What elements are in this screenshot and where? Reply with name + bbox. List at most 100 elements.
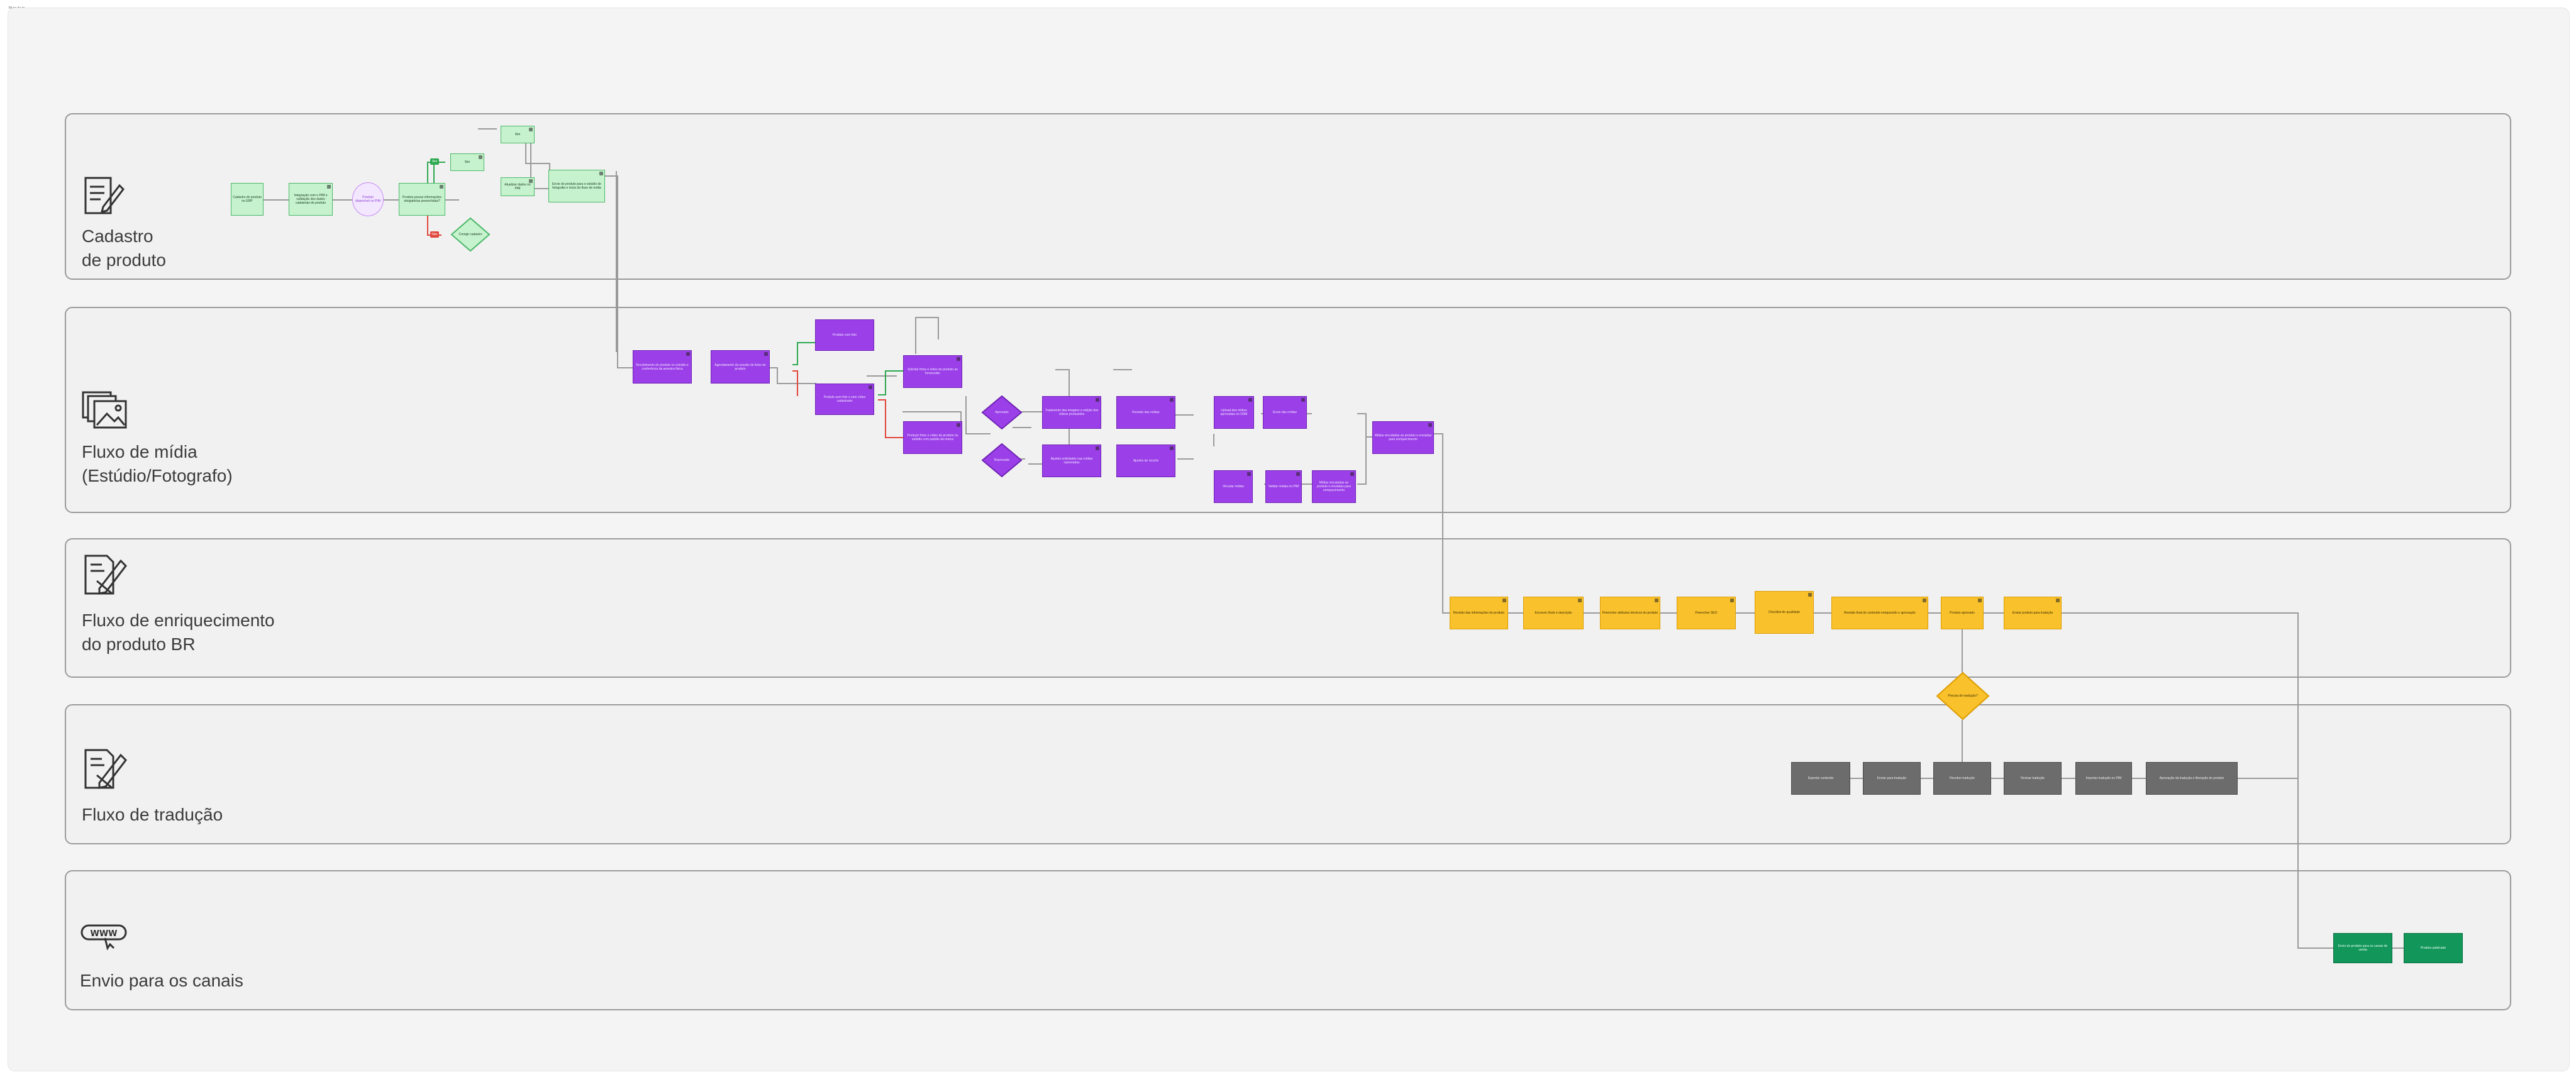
corner-icon	[1350, 472, 1354, 476]
node-text: Recebimento do produto no estúdio e conf…	[636, 363, 689, 371]
event-circle[interactable]: Produto disponível no PIM	[352, 182, 384, 216]
process-node[interactable]: Integração com o PIM e validação dos dad…	[289, 183, 333, 216]
corner-icon	[1578, 599, 1582, 602]
node-text: Upload das mídias aprovadas no DAM	[1220, 409, 1248, 416]
node-text: Envio do produto para o estúdio de fotog…	[552, 182, 601, 190]
process-node[interactable]: Preencher SEO	[1677, 597, 1736, 629]
corner-icon	[1428, 423, 1432, 427]
decision-diamond[interactable]	[450, 217, 491, 252]
node-text: Produto sem foto e sem vídeo cadastrado	[823, 395, 866, 403]
node-text: Importar tradução no PIM	[2085, 776, 2122, 780]
document-pen-icon	[84, 555, 127, 595]
process-node[interactable]: Escrever título e descrição	[1523, 597, 1584, 629]
process-node[interactable]: Produto possui informações obrigatórias …	[399, 183, 445, 216]
corner-icon	[1096, 398, 1099, 402]
process-node[interactable]: Produto com foto	[815, 319, 874, 351]
process-node[interactable]: Sim	[501, 126, 535, 143]
process-node[interactable]: Enviar para tradução	[1863, 762, 1921, 795]
process-node[interactable]: Exportar conteúdo	[1791, 762, 1850, 795]
lane-label: Fluxo de enriquecimento do produto BR	[82, 610, 275, 654]
process-node[interactable]: Cadastro do produto no ERP	[231, 183, 264, 216]
process-node[interactable]: Aprovação da tradução e liberação do pro…	[2146, 762, 2238, 795]
decision-diamond[interactable]	[981, 443, 1023, 478]
corner-icon	[1248, 398, 1252, 402]
decision-label: Reprovado	[994, 458, 1010, 462]
lane-enriquecimento: Fluxo de enriquecimento do produto BR	[65, 538, 2511, 678]
node-text: Aprovação da tradução e liberação do pro…	[2159, 776, 2224, 780]
globe-www-icon: WWW	[80, 924, 127, 951]
document-pen-icon	[84, 749, 127, 789]
node-text: Preencher atributos técnicos do produto	[1602, 611, 1658, 615]
corner-icon	[1923, 599, 1926, 602]
corner-icon	[957, 357, 960, 361]
corner-icon	[2056, 599, 2060, 602]
node-text: Integração com o PIM e validação dos dad…	[294, 194, 328, 205]
process-node[interactable]: Ajustes de recorte	[1116, 445, 1175, 477]
node-text: Preencher SEO	[1695, 611, 1718, 615]
process-node[interactable]: Checklist de qualidade	[1755, 591, 1814, 634]
decision-label: Corrigir cadastro	[458, 233, 482, 236]
lane-canais: WWW Envio para os canais	[65, 870, 2511, 1010]
node-text: Revisão das informações do produto	[1453, 611, 1505, 615]
process-node[interactable]: Revisar tradução	[2004, 762, 2062, 795]
process-node[interactable]: Recebimento do produto no estúdio e conf…	[633, 350, 692, 384]
process-node[interactable]: Preencher atributos técnicos do produto	[1600, 597, 1660, 629]
node-text: Enviar produto para tradução	[2012, 611, 2053, 615]
process-node[interactable]: Agendamento da sessão de fotos do produt…	[711, 350, 770, 384]
corner-icon	[1096, 446, 1099, 450]
node-text: Envio do produto para os canais de venda	[2338, 944, 2388, 952]
process-node[interactable]: Produto sem foto e sem vídeo cadastrado	[815, 384, 874, 415]
lane-label: Cadastro de produto	[82, 226, 166, 270]
process-node[interactable]: Mídias vinculadas ao produto e enviadas …	[1312, 470, 1356, 503]
decision-diamond[interactable]	[1936, 671, 1990, 721]
process-node[interactable]: Sim	[450, 153, 484, 171]
lane-cadastro: Cadastro de produto	[65, 113, 2511, 280]
corner-icon	[599, 172, 603, 175]
document-edit-icon	[84, 177, 125, 214]
process-node[interactable]: Envio das mídias	[1263, 396, 1307, 429]
node-text: Produzir fotos e vídeo do produto no est…	[907, 434, 958, 441]
process-node[interactable]: Revisão das informações do produto	[1450, 597, 1508, 629]
svg-text:WWW: WWW	[90, 929, 117, 939]
process-node[interactable]: Atualizar dados no PIM	[501, 177, 535, 196]
node-text: Sim	[514, 133, 521, 136]
lane-label: Fluxo de tradução	[82, 805, 223, 824]
tag-no: Não	[430, 231, 439, 238]
process-node[interactable]: Mídias vinculadas ao produto e enviadas …	[1372, 421, 1434, 454]
process-node[interactable]: Produto publicado	[2404, 933, 2463, 963]
process-node[interactable]: Revisão final do conteúdo enriquecido e …	[1831, 597, 1928, 629]
corner-icon	[1978, 599, 1982, 602]
node-text: Checklist de qualidade	[1768, 610, 1801, 614]
decision-label: Aprovado	[995, 411, 1009, 414]
corner-icon	[327, 185, 331, 189]
process-node[interactable]: Validar mídias no PIM	[1265, 470, 1302, 503]
decision-diamond[interactable]	[981, 395, 1023, 430]
process-node[interactable]: Ajustes solicitados nas mídias reprovada…	[1042, 445, 1101, 477]
corner-icon	[1301, 398, 1305, 402]
node-text: Mídias vinculadas ao produto e enviadas …	[1317, 481, 1351, 492]
process-node[interactable]: Produzir fotos e vídeo do produto no est…	[903, 421, 962, 454]
node-text: Enviar para tradução	[1877, 776, 1907, 780]
process-node[interactable]: Envio do produto para o estúdio de fotog…	[548, 170, 605, 202]
process-node[interactable]: Solicitar fotos e vídeo do produto ao fo…	[903, 355, 962, 388]
tag-yes: Sim	[430, 158, 439, 165]
process-node[interactable]: Vincular mídias	[1214, 470, 1253, 503]
corner-icon	[479, 155, 482, 159]
process-node[interactable]: Produto aprovado	[1941, 597, 1984, 629]
corner-icon	[529, 179, 533, 183]
process-node[interactable]: Upload das mídias aprovadas no DAM	[1214, 396, 1254, 429]
process-node[interactable]: Tratamento das imagens e edição dos víde…	[1042, 396, 1101, 429]
corner-icon	[1502, 599, 1506, 602]
process-node[interactable]: Revisão das mídias	[1116, 396, 1175, 429]
corner-icon	[1296, 472, 1300, 476]
process-node[interactable]: Receber tradução	[1933, 762, 1991, 795]
node-text: Agendamento da sessão de fotos do produt…	[714, 363, 766, 371]
process-node[interactable]: Importar tradução no PIM	[2075, 762, 2132, 795]
process-node[interactable]: Envio do produto para os canais de venda	[2333, 933, 2392, 963]
node-text: Produto publicado	[2420, 946, 2446, 950]
node-text: Validar mídias no PIM	[1268, 485, 1299, 489]
lane-label: Fluxo de mídia (Estúdio/Fotografo)	[82, 442, 233, 485]
node-text: Vincular mídias	[1222, 485, 1245, 489]
process-node[interactable]: Enviar produto para tradução	[2004, 597, 2062, 629]
corner-icon	[1170, 446, 1174, 450]
